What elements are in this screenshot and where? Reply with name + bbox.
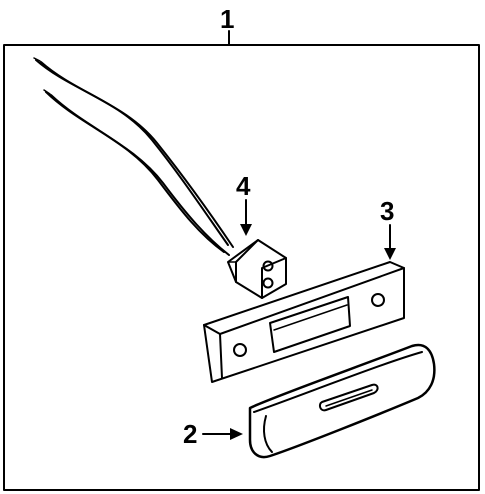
gasket-hole-right-icon [371,293,385,307]
callout-lens-arrow-icon [230,428,243,440]
callout-socket-number: 4 [236,171,251,201]
callout-gasket-arrow-icon [384,248,396,260]
socket-terminal-top-icon [262,260,274,272]
socket-connector [227,239,287,299]
callout-socket-arrow-icon [240,224,252,236]
lens [248,343,436,459]
callout-lens-number: 2 [183,419,197,449]
callout-assembly: 1 [220,4,234,46]
callout-socket: 4 [236,171,252,236]
callout-gasket: 3 [380,196,396,260]
gasket-plate [203,261,405,383]
assembly-frame [3,44,480,491]
socket-terminal-bottom-icon [262,277,274,289]
callout-gasket-number: 3 [380,196,394,226]
callout-lens: 2 [183,419,243,449]
callout-assembly-number: 1 [220,4,234,34]
gasket-hole-left-icon [233,343,247,357]
wire-harness [33,57,234,256]
